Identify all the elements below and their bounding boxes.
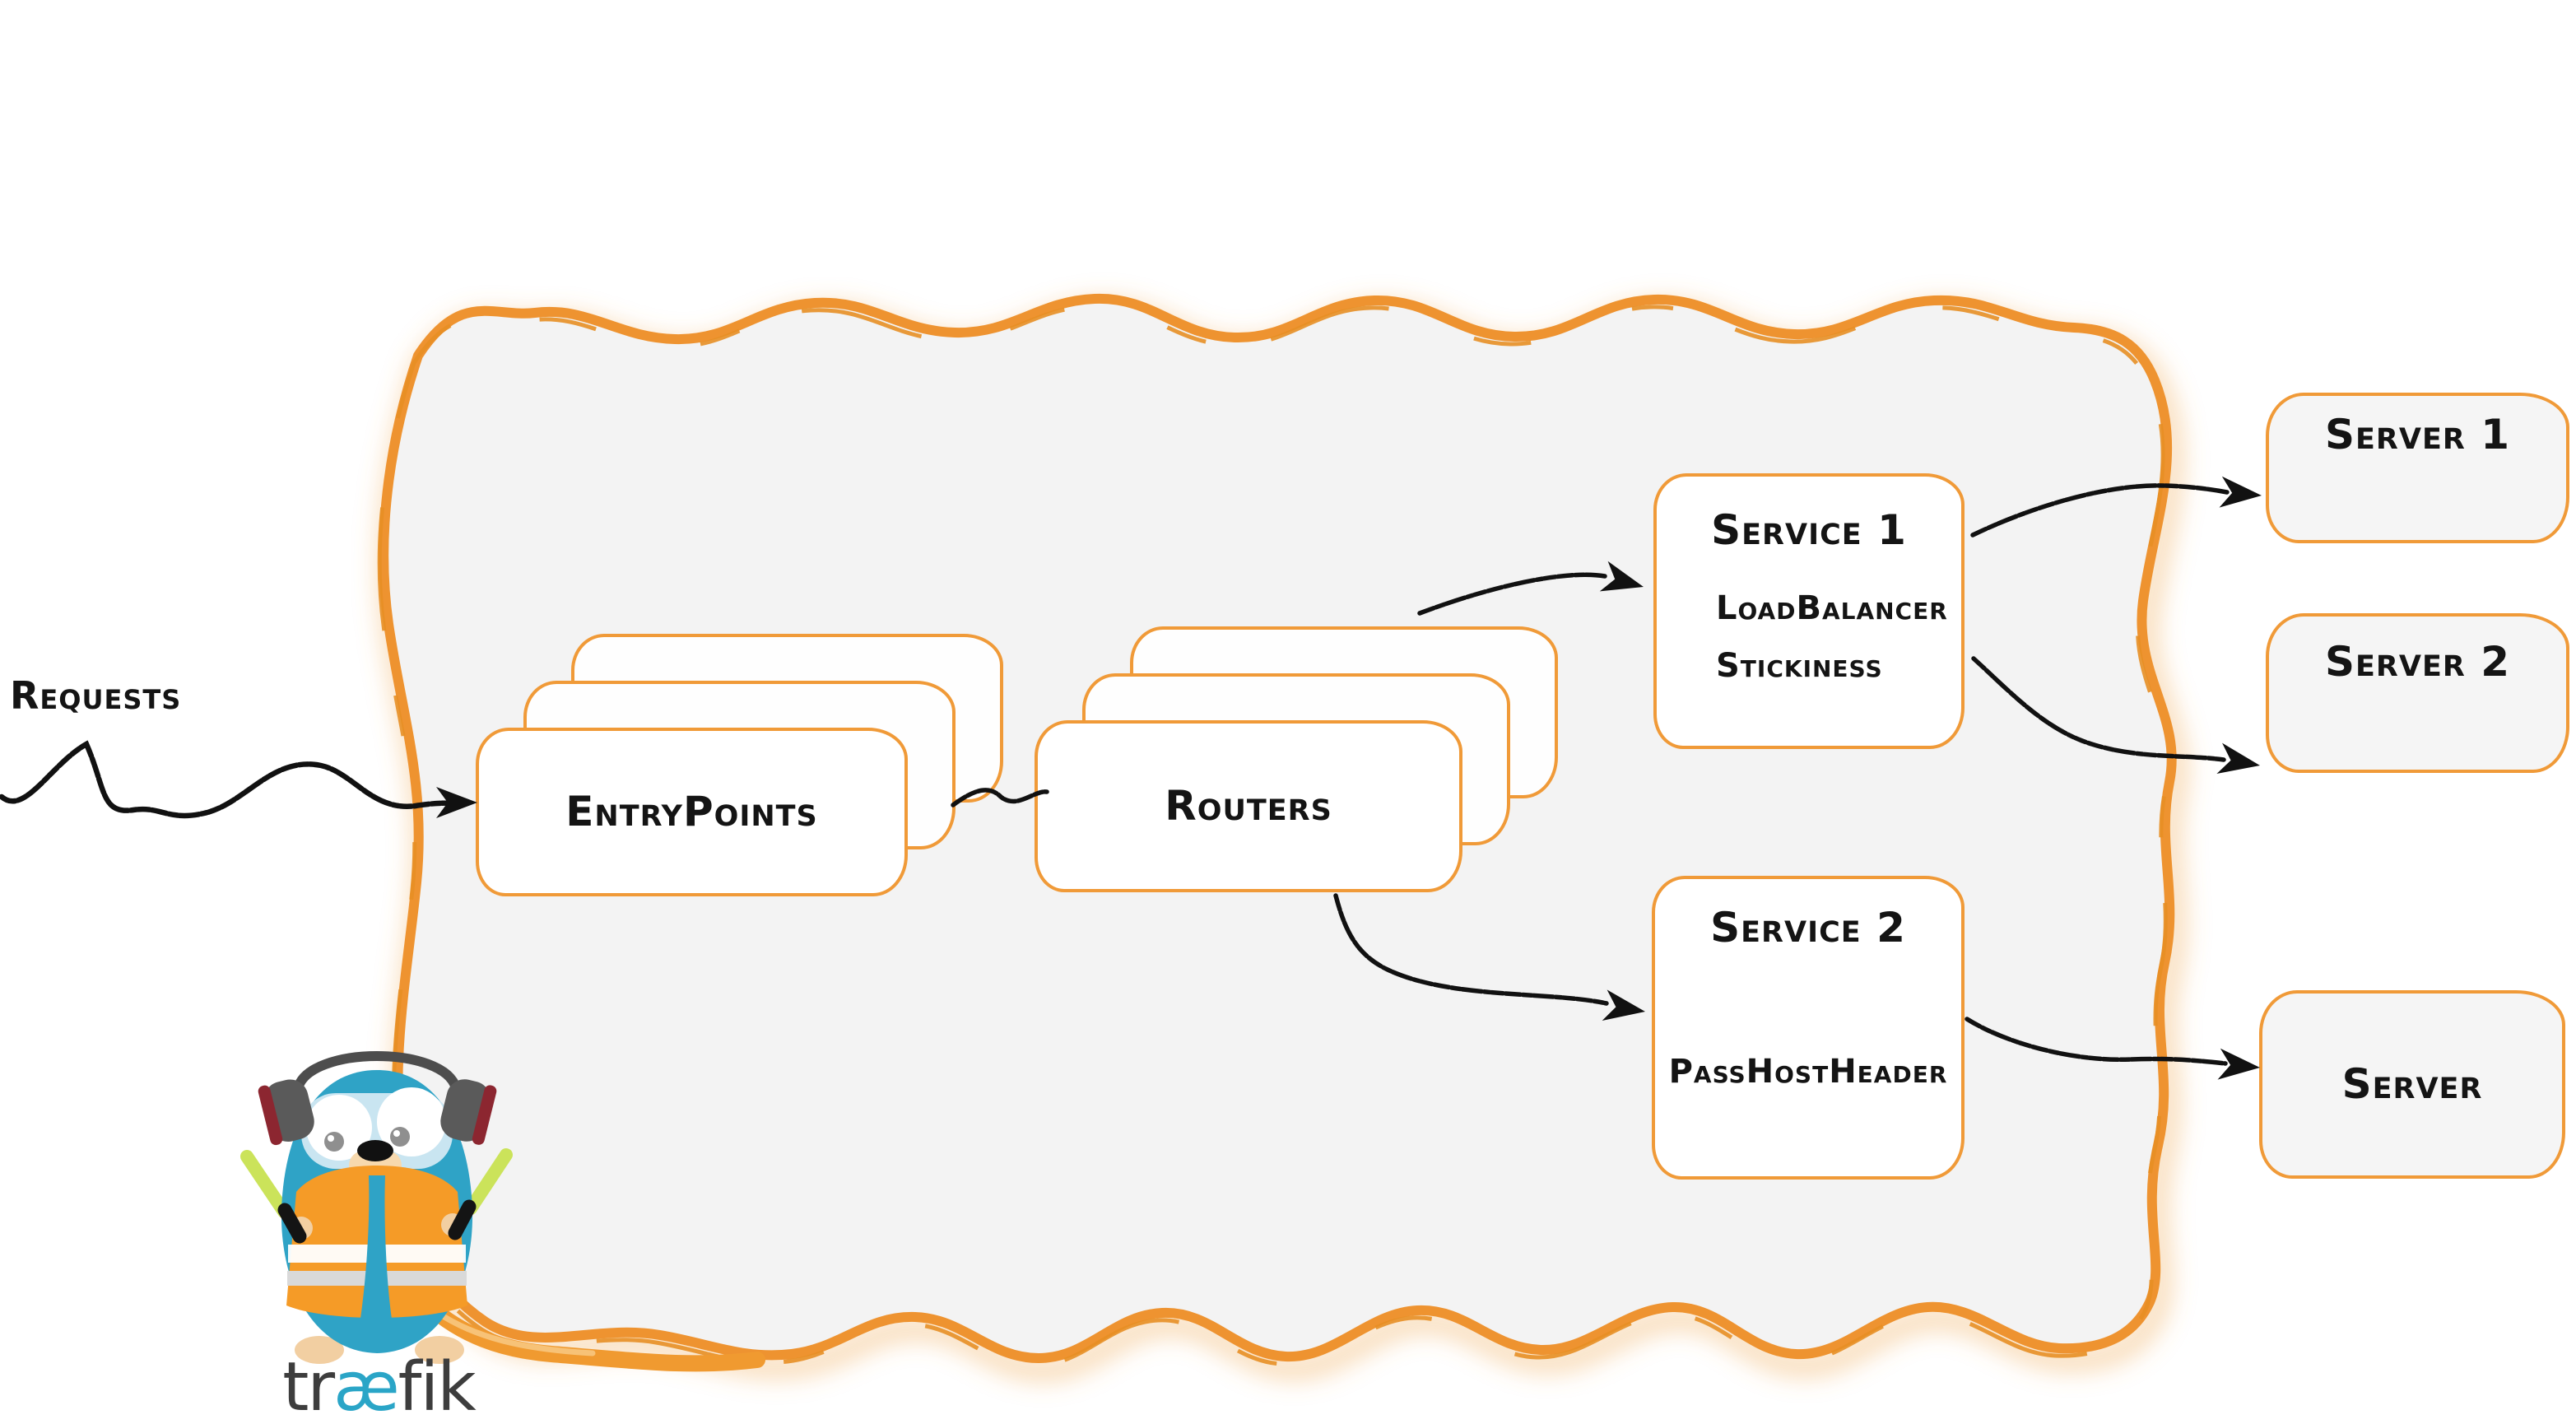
service1-feature-loadbalancer: LoadBalancer [1716, 589, 1948, 627]
requests-arrowhead [436, 787, 477, 818]
gopher-nose [357, 1140, 393, 1161]
service2-server-arrow-line [1965, 1017, 2228, 1066]
server3-box: Server [2259, 990, 2565, 1179]
vest-stripe-white [288, 1245, 466, 1263]
entrypoints-box: EntryPoints [476, 728, 908, 896]
requests-label: Requests [10, 673, 182, 718]
baton-left-green [240, 1150, 291, 1218]
routers-service1-arrowhead [1599, 561, 1644, 592]
gopher-pupil-right-shine [393, 1130, 400, 1137]
gopher-muzzle [349, 1151, 402, 1184]
service2-title: Service 2 [1710, 904, 1906, 952]
service1-server2-arrow-line [1971, 656, 2226, 762]
service1-server1-arrow-line [1970, 483, 2230, 537]
gopher-vest [286, 1166, 467, 1318]
entrypoints-label: EntryPoints [565, 788, 818, 835]
gopher-headphone-cup-left [258, 1079, 314, 1146]
service1-box: Service 1 LoadBalancer Stickiness [1653, 473, 1965, 749]
service2-feature-passhostheader: PassHostHeader [1668, 1053, 1948, 1091]
gopher-hand-left [290, 1217, 313, 1240]
routers-label: Routers [1165, 782, 1332, 830]
gopher-body [281, 1070, 473, 1353]
server1-label: Server 1 [2324, 411, 2510, 458]
routers-service1-arrow-line [1417, 572, 1607, 616]
requests-arrow-line [0, 740, 461, 819]
gopher-eye-right [377, 1087, 446, 1156]
baton-right-green [464, 1148, 513, 1215]
server1-box: Server 1 [2266, 393, 2569, 543]
server2-box: Server 2 [2266, 613, 2569, 773]
service2-server-arrowhead [2217, 1048, 2260, 1080]
routers-box: Routers [1035, 720, 1462, 892]
service1-feature-stickiness: Stickiness [1716, 647, 1883, 685]
gopher-tooth-left [361, 1166, 375, 1196]
routers-service2-arrowhead [1602, 989, 1645, 1021]
service1-server2-arrowhead [2216, 742, 2260, 775]
traefik-wordmark: træfik [247, 1348, 510, 1424]
gopher-pupil-right [390, 1127, 410, 1147]
gopher-goggles [301, 1093, 453, 1169]
service1-title: Service 1 [1711, 506, 1907, 554]
wordmark-part1: tr [282, 1348, 335, 1424]
server3-label: Server [2341, 1060, 2483, 1108]
gopher-headphone-band [293, 1051, 461, 1093]
wordmark-part2: fik [398, 1348, 477, 1424]
gopher-hand-right [441, 1213, 464, 1236]
gopher-headphone-cup-right [440, 1079, 497, 1145]
service1-server1-arrowhead [2219, 476, 2262, 508]
routers-service2-arrow-line [1333, 893, 1609, 1006]
server2-label: Server 2 [2324, 638, 2510, 686]
gopher-pupil-left-shine [328, 1135, 334, 1142]
service2-box: Service 2 PassHostHeader [1652, 876, 1965, 1180]
vest-stripe-gray [287, 1271, 467, 1286]
gopher-tooth-right [375, 1166, 389, 1196]
wordmark-ae: æ [333, 1348, 400, 1424]
baton-left-handle [277, 1203, 307, 1244]
vest-center-gap [360, 1175, 392, 1319]
gopher-pupil-left [324, 1132, 344, 1152]
traefik-gopher-mascot [240, 1051, 765, 1372]
baton-right-handle [448, 1199, 477, 1240]
gopher-eye-left [306, 1095, 372, 1161]
